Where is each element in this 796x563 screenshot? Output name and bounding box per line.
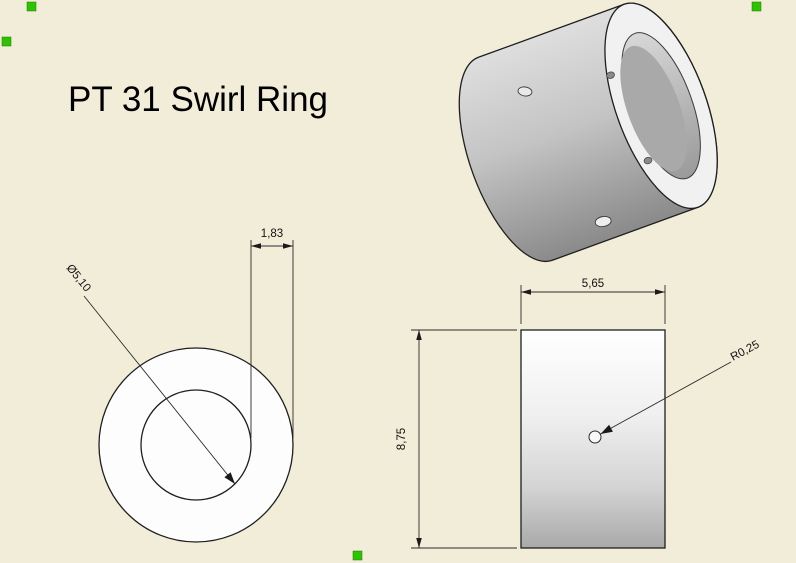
iso-face-hole-bottom (643, 156, 653, 165)
arrowhead (416, 330, 422, 340)
iso-side-hole-top (517, 86, 533, 97)
side-view[interactable] (520, 329, 666, 549)
leader-line (83, 295, 236, 485)
front-view[interactable] (98, 347, 294, 543)
selection-handle-left[interactable] (1, 36, 12, 47)
arrowhead (224, 472, 235, 484)
dim-wall-thickness[interactable]: 1,83 (250, 228, 294, 438)
isometric-view[interactable] (436, 0, 740, 276)
selection-handle-top-left[interactable] (26, 1, 37, 12)
arrowhead (600, 424, 613, 434)
iso-bore-depth (620, 45, 687, 172)
selection-handle-bottom[interactable] (352, 550, 363, 561)
iso-face-hole-top (606, 71, 615, 79)
leader-line (600, 361, 732, 435)
side-view-hole (588, 430, 602, 444)
arrowhead (655, 289, 665, 295)
iso-side-hole-bottom (594, 215, 612, 228)
selection-handle-top-right[interactable] (751, 1, 762, 12)
arrowhead (251, 243, 261, 249)
arrowhead (416, 538, 422, 548)
dim-outer-diameter-label[interactable]: 8,75 (396, 428, 408, 450)
arrowhead (283, 243, 293, 249)
drawing-title[interactable]: PT 31 Swirl Ring (68, 80, 328, 119)
arrowhead (521, 289, 531, 295)
dim-width-label[interactable]: 5,65 (582, 278, 604, 290)
dim-outer-diameter[interactable]: 8,75 (396, 329, 517, 549)
front-inner-circle (140, 389, 252, 501)
dim-width[interactable]: 5,65 (520, 278, 666, 324)
dim-wall-thickness-label[interactable]: 1,83 (261, 228, 283, 240)
